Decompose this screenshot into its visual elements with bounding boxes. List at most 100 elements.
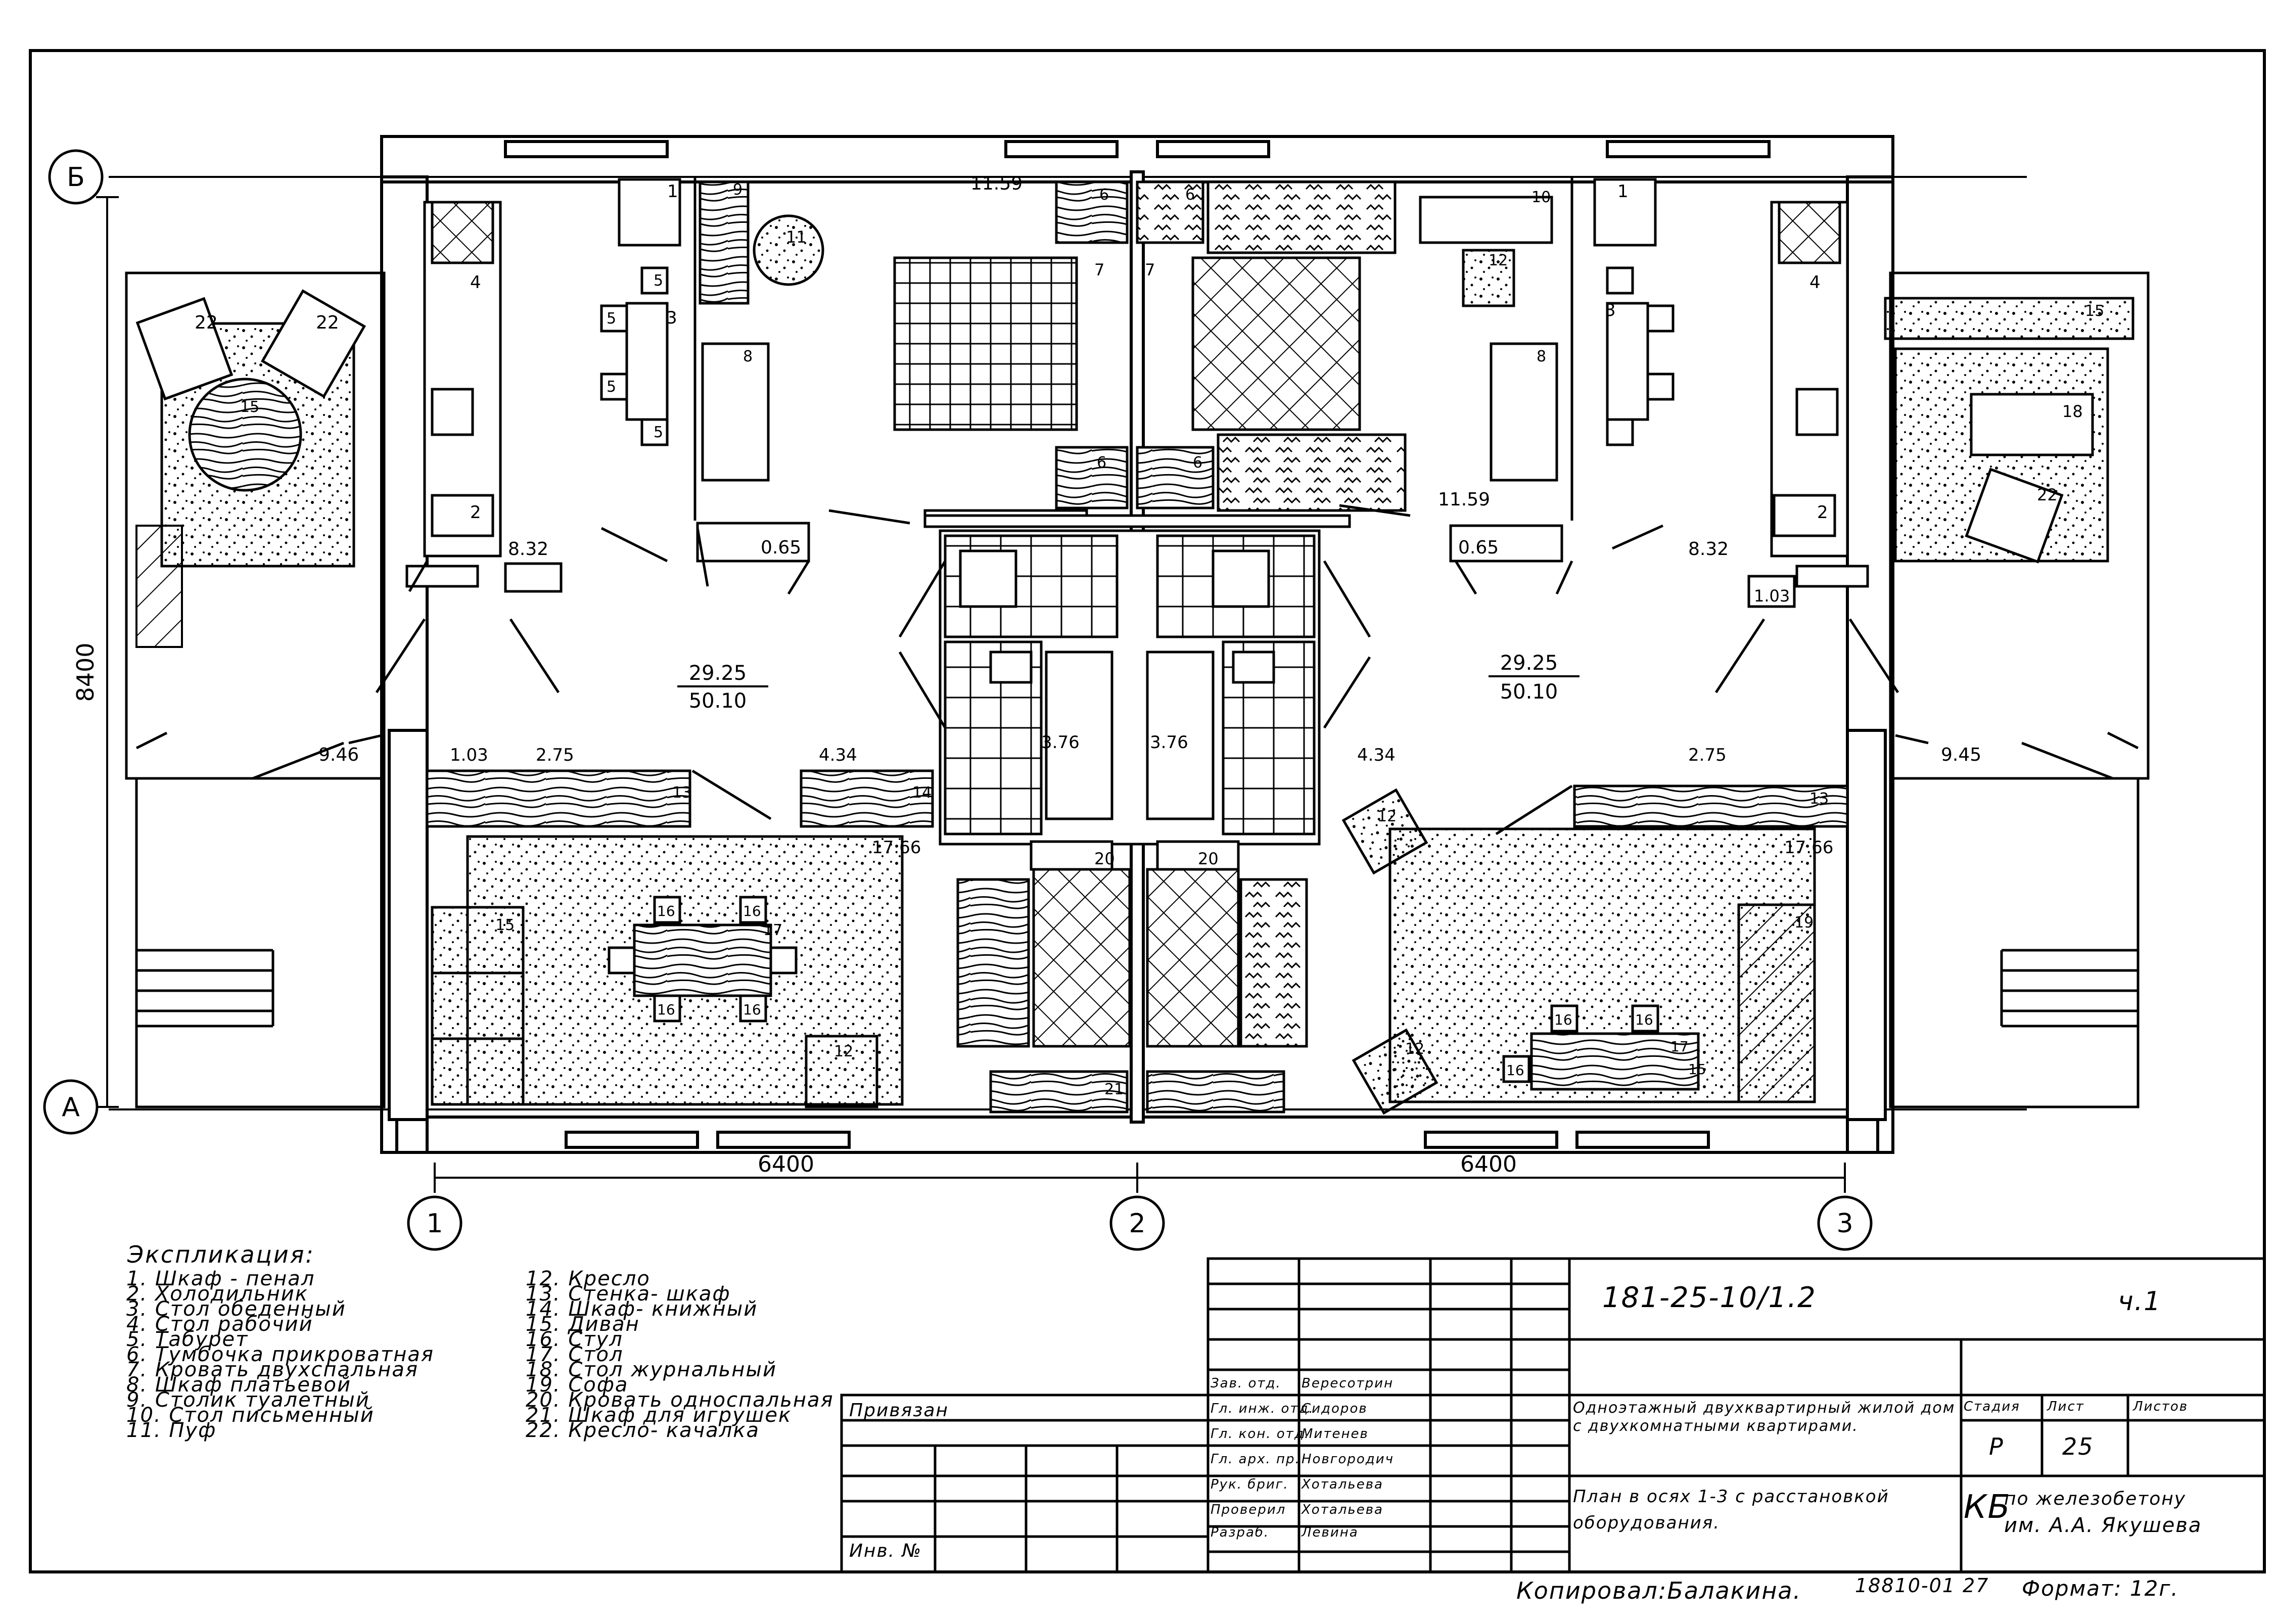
label-single-bed-l: 20 (1094, 849, 1115, 868)
legend-item: 7. Кровать двухспальная (126, 1358, 419, 1381)
right-terrace-furniture (1884, 297, 2134, 564)
label-wall-cabinet-r: 13 (1809, 790, 1829, 808)
area-kitchen-left: 8.32 (508, 539, 548, 560)
area-porch-left: 9.46 (318, 745, 359, 765)
label-fridge-l: 2 (470, 502, 481, 523)
central-bathrooms (923, 514, 1351, 846)
area-living-left: 29.25 (689, 662, 747, 685)
inventory-label: Инв. № (849, 1541, 922, 1561)
legend-item: 12. Кресло (526, 1267, 651, 1290)
children-room (956, 840, 1308, 1113)
axis-bubble-b: Б (48, 149, 104, 205)
label-work-table-r: 4 (1809, 272, 1821, 293)
title-block-roles: Зав. отд. Гл. инж. отд. Гл. кон. отд. Гл… (1211, 1371, 1314, 1543)
legend-item: 9. Столик туалетный (126, 1388, 370, 1412)
legend-item: 5. Табурет (126, 1328, 249, 1351)
title-block-names: Вересотрин Сидоров Митенев Новгородич Хо… (1302, 1371, 1394, 1543)
area-bath-left: 3.76 (1041, 732, 1080, 753)
sheet-title: План в осях 1-3 с расстановкой оборудова… (1573, 1487, 1889, 1533)
label-chair-l4: 16 (743, 1001, 761, 1018)
label-chair-r2: 16 (1635, 1011, 1653, 1028)
axis-bubble-1: 1 (407, 1195, 462, 1251)
label-double-bed-l: 7 (1094, 260, 1104, 280)
right-bedroom (1136, 177, 1573, 563)
door-swings (252, 504, 2113, 836)
area-corr-left: 4.34 (819, 745, 857, 765)
axis-label-3: 3 (1836, 1209, 1853, 1239)
label-dressing-table-l: 9 (733, 181, 742, 199)
label-desk-r: 10 (1531, 189, 1551, 206)
legend-item: 18. Стол журнальный (526, 1358, 777, 1381)
person-name: Вересотрин (1302, 1376, 1394, 1391)
left-terrace-furniture (135, 289, 366, 648)
label-chair-r3: 16 (1506, 1062, 1524, 1079)
legend-column-right: 12. Кресло 13. Стенка- шкаф 14. Шкаф- кн… (526, 1267, 834, 1441)
stage-label: Стадия (1964, 1399, 2020, 1414)
legend-item: 11. Пуф (126, 1419, 217, 1442)
role: Проверил (1211, 1502, 1286, 1517)
label-wall-cabinet-l: 13 (672, 784, 691, 802)
label-sofa-divan-terrace: 15 (240, 398, 259, 416)
label-rocking-chair-2: 22 (316, 312, 339, 333)
area-corr-right: 4.34 (1357, 745, 1396, 765)
org-line2: им. А.А. Якушева (2004, 1514, 2202, 1537)
dim-overall-height: 8400 (72, 642, 99, 702)
area-hall-left: 0.65 (761, 537, 801, 558)
label-sofa-r: 19 (1794, 914, 1814, 932)
legend-item: 19. Софа (526, 1373, 629, 1397)
person-name: Новгородич (1302, 1452, 1394, 1467)
legend-item: 4. Стол рабочий (126, 1313, 313, 1336)
doc-part: ч.1 (2118, 1286, 2162, 1317)
legend-item: 2. Холодильник (126, 1282, 308, 1306)
label-stool-l4: 5 (654, 424, 663, 441)
role: Гл. арх. пр. (1211, 1452, 1301, 1467)
person-name: Митенев (1302, 1426, 1369, 1442)
label-dining-table-l: 3 (666, 308, 677, 328)
label-wardrobe-r: 8 (1537, 348, 1546, 365)
area-total-right: 50.10 (1500, 680, 1558, 704)
area-hall-right: 0.65 (1458, 537, 1499, 558)
legend-column-left: 1. Шкаф - пенал 2. Холодильник 3. Стол о… (126, 1267, 434, 1442)
legend-item: 16. Стул (526, 1328, 623, 1351)
label-armchair-r2: 12 (1405, 1040, 1424, 1058)
axis-label-b: Б (67, 162, 85, 193)
person-name: Сидоров (1302, 1401, 1368, 1416)
label-single-bed-r: 20 (1198, 849, 1219, 868)
legend-item: 17. Стол (526, 1343, 624, 1366)
org-line1: по железобетону (2004, 1489, 2187, 1509)
axis-bubble-2: 2 (1109, 1195, 1165, 1251)
legend-item: 10. Стол письменный (126, 1404, 375, 1427)
label-wardrobe-l: 8 (743, 348, 753, 365)
left-kitchen (405, 178, 681, 593)
role: Гл. кон. отд. (1211, 1426, 1310, 1442)
label-pouf-l: 11 (786, 227, 807, 247)
label-toy-cabinet: 21 (1104, 1081, 1124, 1098)
stage-value: Р (1989, 1433, 2004, 1460)
person-name: Хотальева (1302, 1502, 1383, 1517)
label-sofa-divan-r: 15 (1688, 1061, 1706, 1078)
label-chair-l1: 16 (657, 903, 675, 919)
legend-title: Экспликация: (127, 1241, 315, 1268)
label-chair-r1: 16 (1554, 1011, 1572, 1028)
left-bedroom (693, 177, 1129, 563)
org-mark: КБ (1964, 1489, 2011, 1526)
legend-item: 1. Шкаф - пенал (126, 1267, 315, 1290)
label-fridge-r: 2 (1817, 502, 1828, 523)
area-bed-right: 11.59 (1438, 489, 1490, 510)
legend-item: 8. Шкаф платьевой (126, 1373, 351, 1397)
label-stool-l3: 5 (607, 378, 616, 396)
area-living-right: 29.25 (1500, 652, 1558, 675)
right-kitchen (1593, 178, 1869, 608)
archive-number: 18810-01 27 (1855, 1574, 1989, 1597)
doc-code: 181-25-10/1.2 (1602, 1281, 1817, 1314)
legend-item: 21. Шкаф для игрушек (526, 1404, 792, 1427)
label-sofa-divan-l: 15 (495, 916, 515, 934)
label-penal-r: 1 (1617, 181, 1629, 202)
label-chair-l2: 16 (743, 903, 761, 919)
copied-by: Копировал:Балакина. (1516, 1577, 1802, 1604)
area-wc-left: 1.03 (450, 745, 488, 765)
legend-item: 13. Стенка- шкаф (526, 1282, 731, 1306)
axis-label-a: А (62, 1092, 80, 1123)
sheet-format: Формат: 12г. (2022, 1576, 2179, 1601)
area-living-room-left: 17.66 (872, 838, 921, 858)
